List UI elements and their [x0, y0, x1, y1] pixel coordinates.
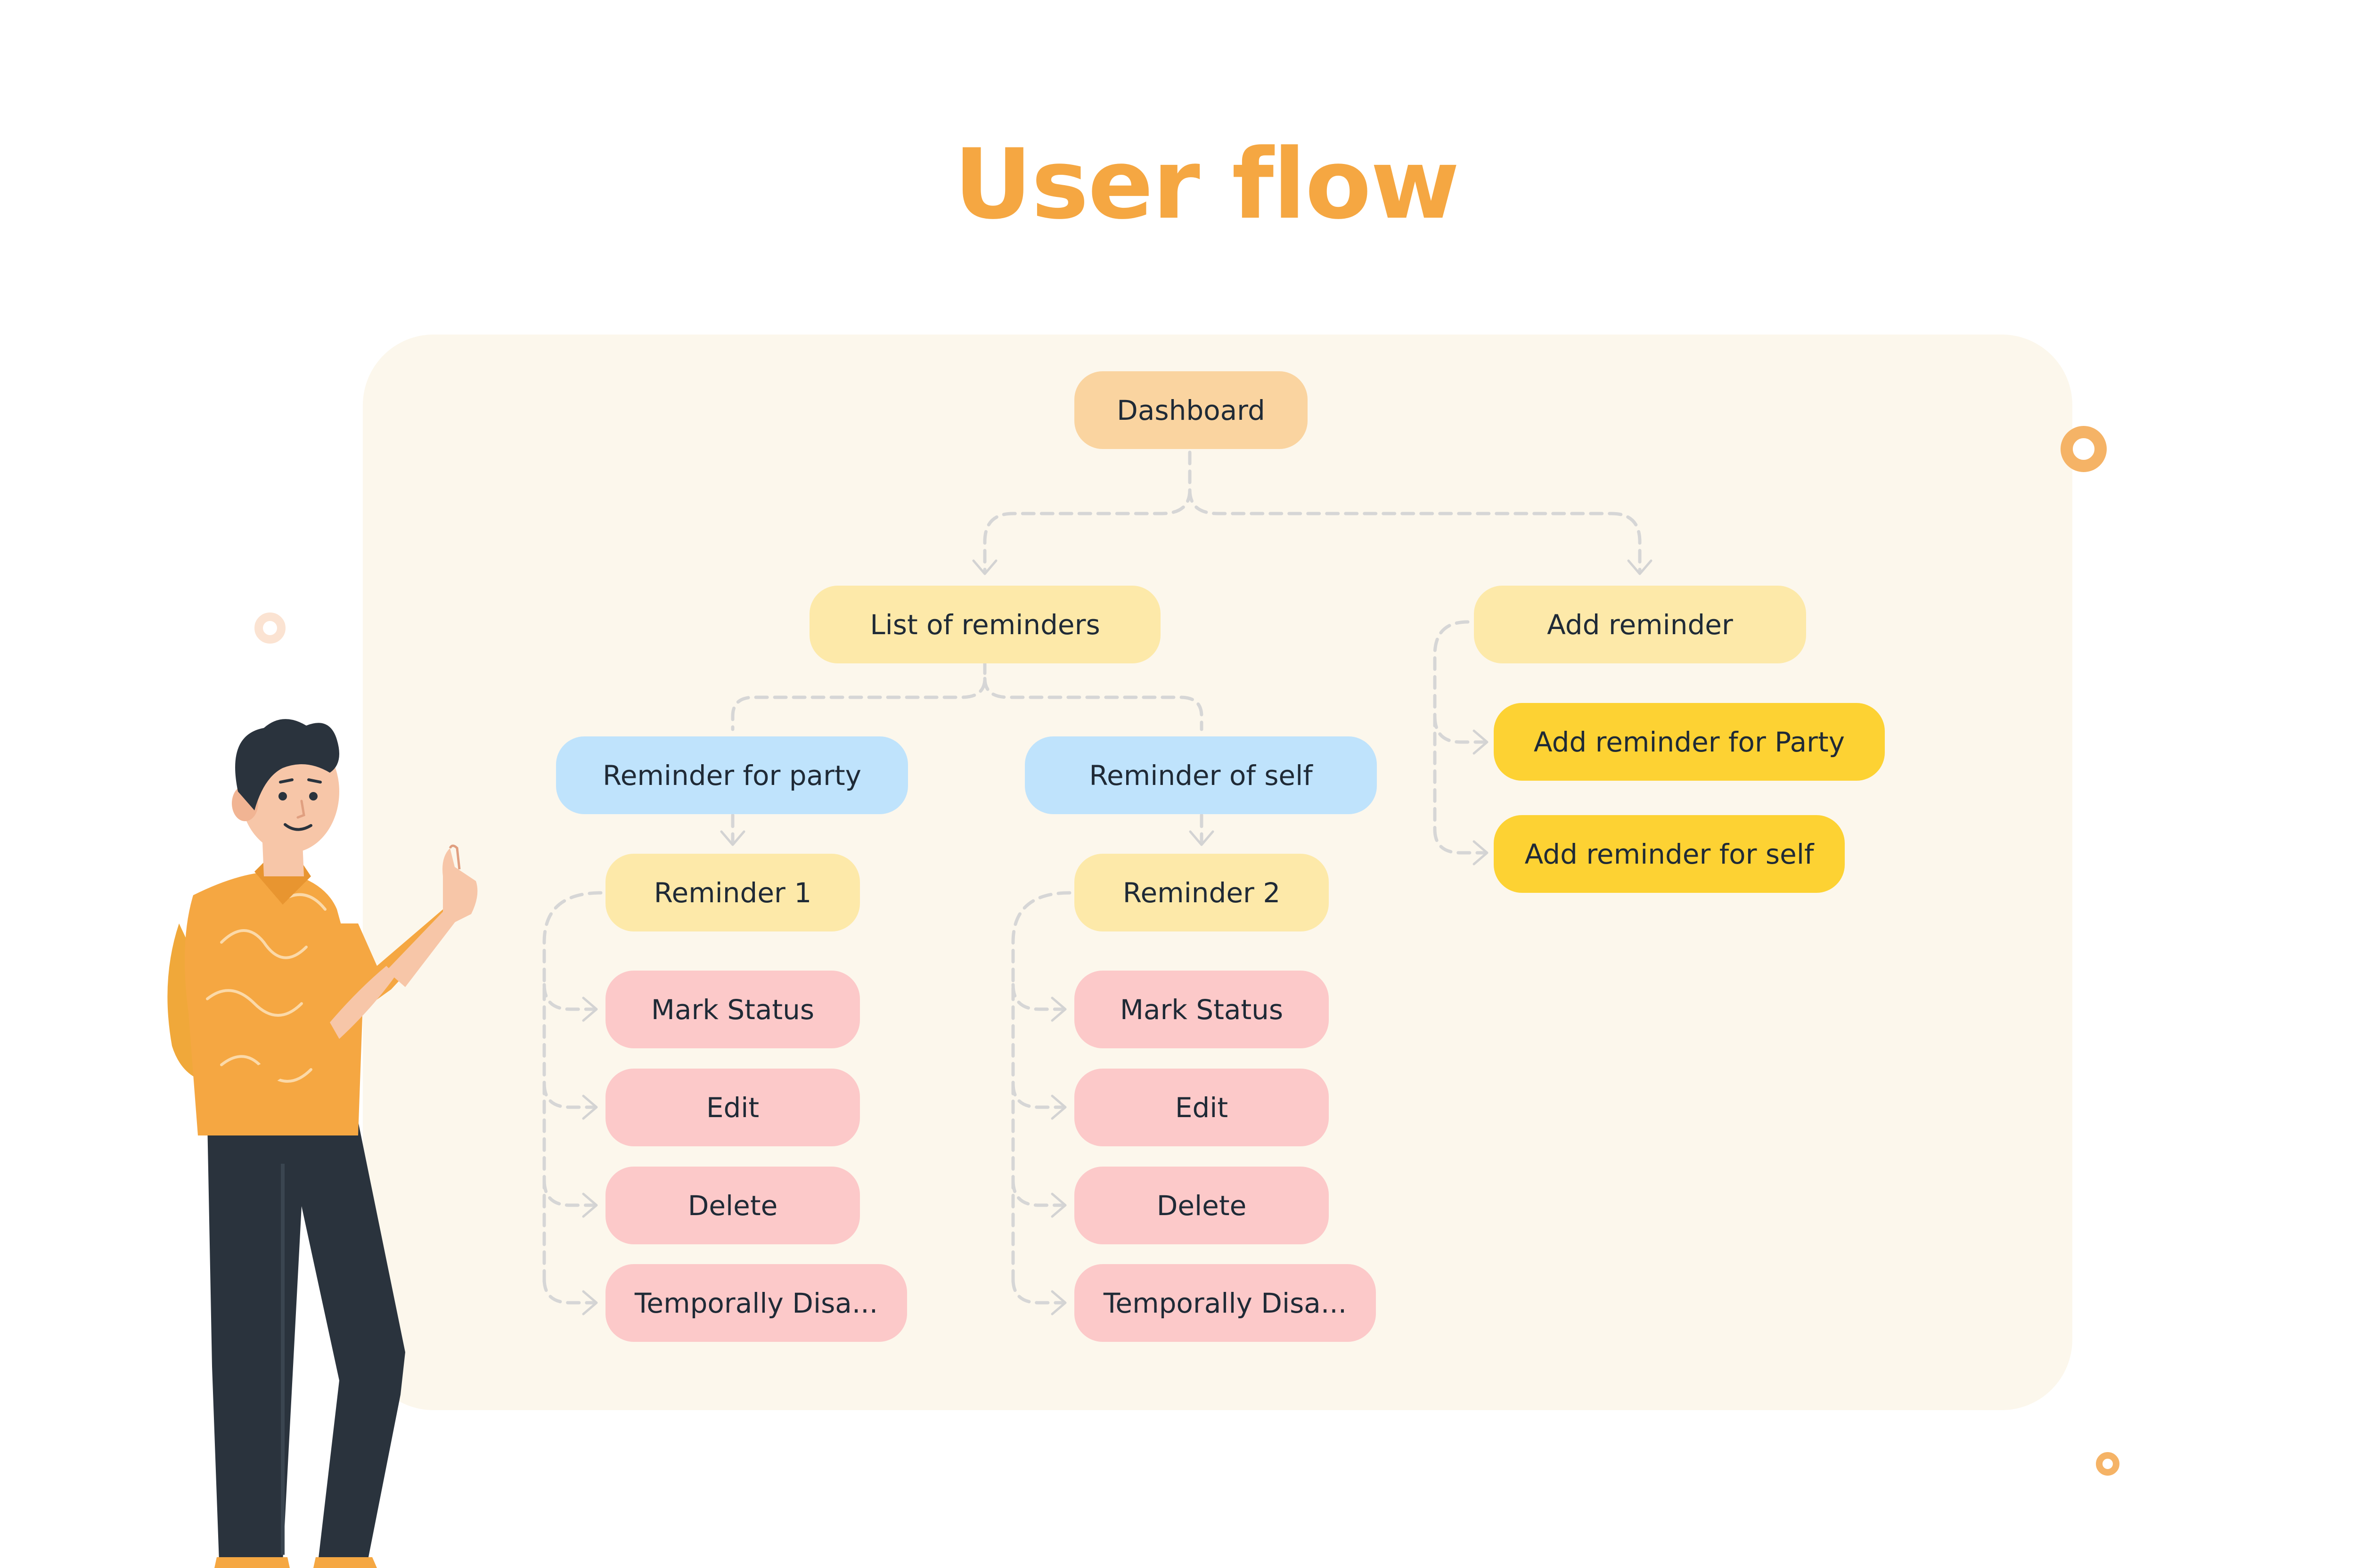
- connector-r1-mark: [542, 983, 596, 1011]
- arrowhead-reminder1: [720, 830, 745, 846]
- node-reminder-2: Reminder 2: [1074, 854, 1329, 931]
- connector-r2-temp: [1011, 1277, 1064, 1305]
- node-r2-temporally-disable: Temporally Disa...: [1074, 1264, 1376, 1342]
- node-reminder-for-party: Reminder for party: [556, 736, 908, 814]
- connector-add-self: [1433, 827, 1486, 855]
- arrowhead-r1-delete: [582, 1192, 598, 1218]
- connector-r2-edit: [1011, 1082, 1064, 1109]
- connector-list-self: [983, 677, 1203, 731]
- decor-ring-right: [2061, 426, 2107, 472]
- node-reminder-of-self: Reminder of self: [1025, 736, 1377, 814]
- decor-ring-bottom: [2096, 1452, 2119, 1476]
- connector-r1-delete: [542, 1178, 596, 1207]
- node-add-reminder-for-party: Add reminder for Party: [1494, 703, 1885, 781]
- connector-r2-delete: [1011, 1178, 1064, 1207]
- node-reminder-1: Reminder 1: [605, 854, 860, 931]
- node-r1-temporally-disable: Temporally Disa...: [605, 1264, 907, 1342]
- connector-dashboard-add: [1188, 488, 1642, 574]
- arrowhead-reminder2: [1189, 830, 1214, 846]
- connector-add-party: [1433, 714, 1486, 744]
- node-r1-edit: Edit: [605, 1069, 860, 1146]
- node-add-reminder: Add reminder: [1474, 586, 1806, 663]
- arrowhead-r2-delete: [1051, 1192, 1067, 1218]
- arrowhead-add-party: [1472, 729, 1489, 755]
- node-dashboard: Dashboard: [1074, 371, 1308, 449]
- connector-r2-mark: [1011, 983, 1064, 1011]
- arrowhead-list: [972, 559, 998, 575]
- node-add-reminder-for-self: Add reminder for self: [1494, 815, 1845, 893]
- connector-r1-temp: [542, 1277, 596, 1305]
- arrowhead-r1-mark: [582, 996, 598, 1022]
- node-r1-mark-status: Mark Status: [605, 971, 860, 1048]
- arrowhead-r2-edit: [1051, 1094, 1067, 1120]
- connector-dashboard-list: [983, 450, 1192, 574]
- node-list-of-reminders: List of reminders: [810, 586, 1161, 663]
- connector-r1-edit: [542, 1082, 596, 1109]
- page-title: User flow: [954, 129, 1460, 241]
- arrowhead-r1-edit: [582, 1094, 598, 1120]
- node-r1-delete: Delete: [605, 1167, 860, 1244]
- node-r2-delete: Delete: [1074, 1167, 1329, 1244]
- arrowhead-add: [1627, 559, 1652, 575]
- arrowhead-r2-temp: [1051, 1290, 1067, 1315]
- node-r2-edit: Edit: [1074, 1069, 1329, 1146]
- connector-add-branch: [1433, 620, 1470, 831]
- decor-ring-left: [254, 612, 286, 644]
- connector-r1-branch: [542, 891, 603, 1283]
- connector-r2-branch: [1011, 891, 1072, 1283]
- connector-list-party: [731, 660, 987, 731]
- node-r2-mark-status: Mark Status: [1074, 971, 1329, 1048]
- arrowhead-r2-mark: [1051, 996, 1067, 1022]
- arrowhead-add-self: [1472, 840, 1489, 866]
- arrowhead-r1-temp: [582, 1290, 598, 1315]
